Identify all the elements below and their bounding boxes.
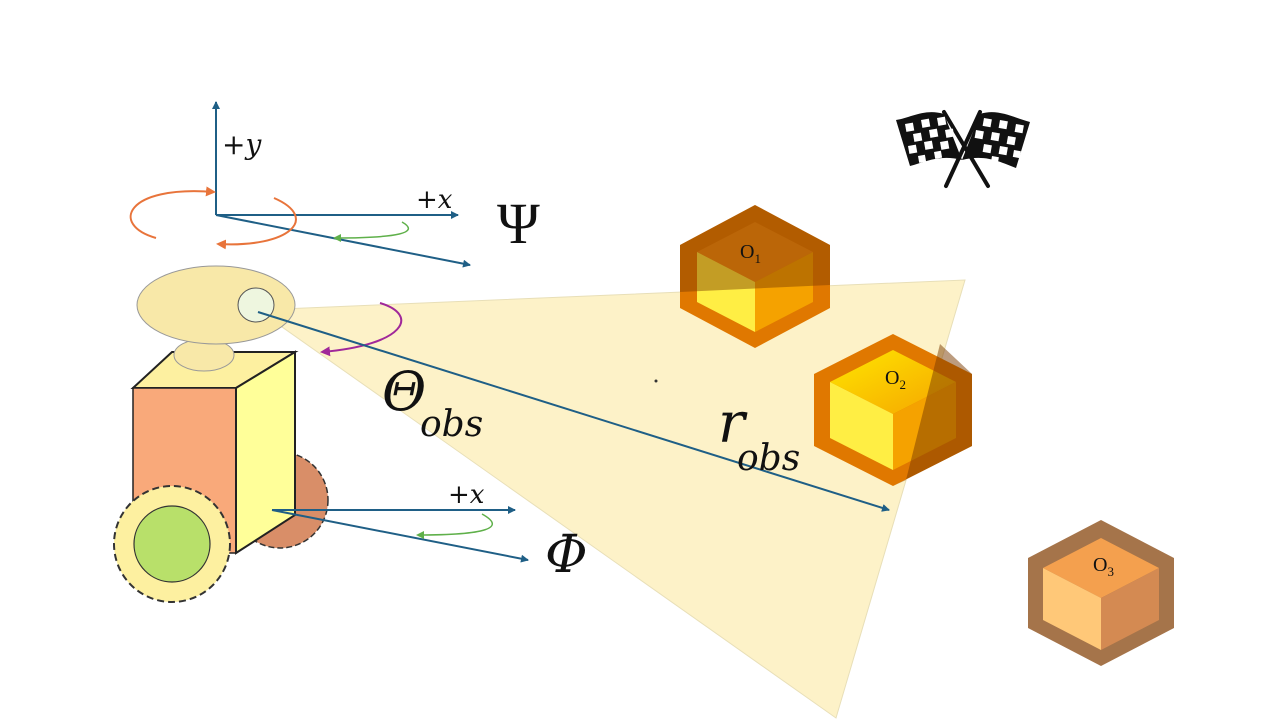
phi-label: Φ [545,525,588,585]
r-obs-label: r obs [718,391,800,479]
obstacle-o2: O2 [814,334,972,486]
yaw-rotation-arrow-front [216,197,297,250]
robot-icon [113,265,329,603]
psi-angle-arc [333,221,409,242]
theta-symbol: Θ [382,360,426,423]
front-wheel [113,485,231,603]
obstacle-o1-label: O1 [740,241,761,266]
cone-marker-dot [654,379,658,383]
heading-axis-bottom [271,509,529,563]
heading-axis-top [215,214,471,268]
r-obs-vector [257,311,890,512]
obstacle-o2-label: O2 [885,367,906,392]
obstacle-o1: O1 [680,205,830,348]
plus-x-label-bottom: +x [448,480,485,510]
plus-x-label-top: +x [416,185,453,215]
front-wheel-hub [133,505,211,583]
r-subscript: obs [737,438,800,479]
checkered-flags-icon [896,110,1030,188]
theta-obs-label: Θ obs [382,360,483,445]
theta-subscript: obs [420,404,483,445]
obstacle-o3-label: O3 [1093,554,1114,579]
plus-y-label: +y [222,128,262,161]
robot-head [136,265,296,345]
phi-angle-arc [416,513,494,539]
r-symbol: r [718,391,748,456]
pitch-rotation-arrow [320,302,403,357]
robot-camera-lens [237,287,275,323]
field-of-view-cone [256,279,966,719]
robot-frame: +x Φ [271,480,588,585]
psi-label: Ψ [497,191,540,256]
yaw-rotation-arrow-back [129,186,216,239]
world-frame: +y +x Ψ [129,101,540,268]
obstacle-o3: O3 [1028,520,1174,666]
